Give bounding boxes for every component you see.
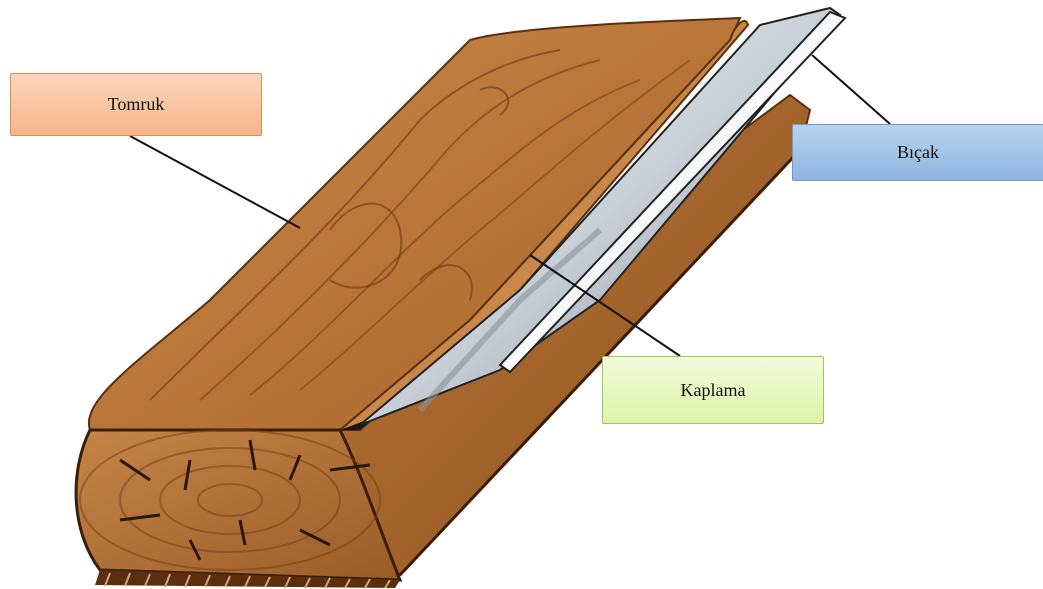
tomruk-leader-line [130, 136, 300, 228]
label-tomruk: Tomruk [10, 73, 262, 136]
label-bicak: Bıçak [792, 124, 1043, 181]
bicak-leader-line [812, 55, 890, 124]
label-kaplama: Kaplama [602, 356, 824, 424]
log-end-face [76, 430, 400, 588]
